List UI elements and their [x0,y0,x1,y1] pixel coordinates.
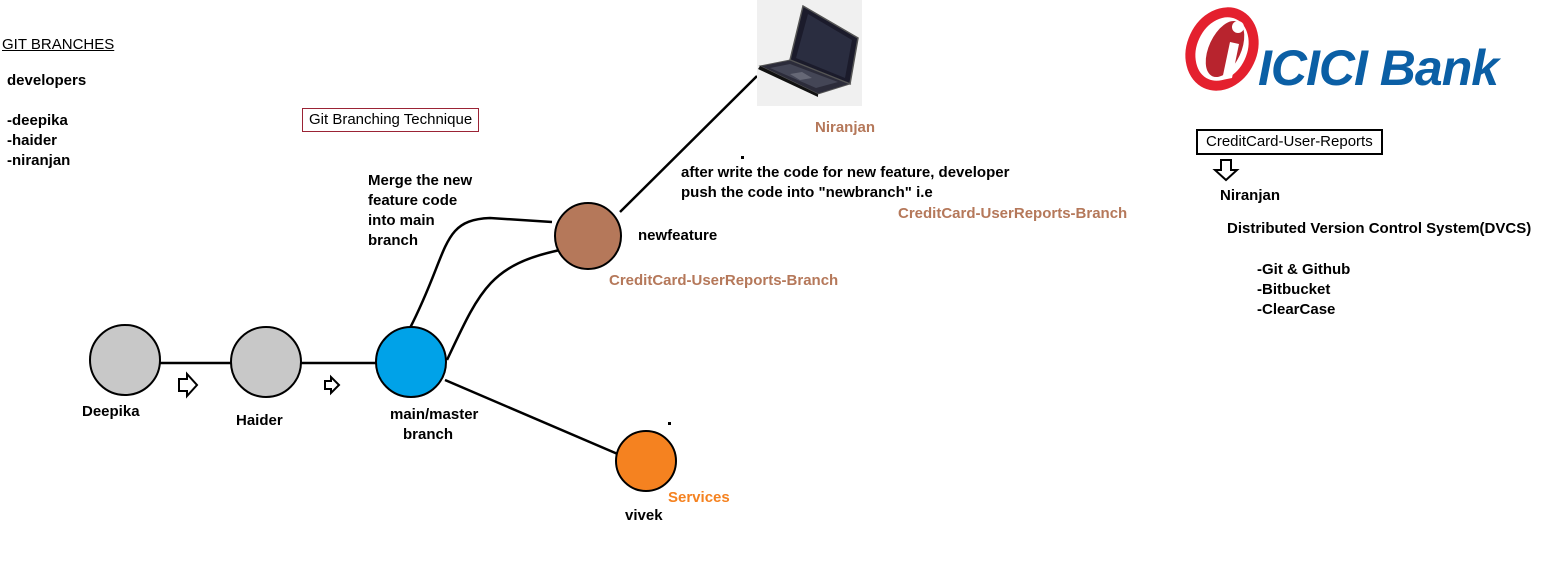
arrow-down-icon [1212,159,1240,182]
node-haider [230,326,302,398]
merge-text-line: branch [368,232,419,249]
merge-text-line: into main [368,212,435,229]
branch-name-label-2: CreditCard-UserReports-Branch [898,205,1128,222]
niranjan-label: Niranjan [815,119,876,136]
owner-label: Niranjan [1220,187,1281,204]
report-box: CreditCard-User-Reports [1196,129,1383,155]
node-deepika [89,324,161,396]
icici-logo-icon [1185,7,1259,91]
node-services [615,430,677,492]
icici-logo-text: ICICI Bank [1258,40,1499,96]
developer-item: -niranjan [7,152,71,169]
merge-text-line: feature code [368,192,458,209]
node-main [375,326,447,398]
edge-main-services [444,378,621,457]
developers-label: developers [7,72,87,89]
developer-item: -haider [7,132,58,149]
node-label-vivek: vivek [625,507,663,524]
node-label-deepika: Deepika [82,403,140,420]
edge-feature-laptop [619,75,758,213]
after-text-line: push the code into "newbranch" i.e [681,184,933,201]
edge-merge-lower [445,248,561,361]
laptop-icon [757,0,862,106]
edge-merge-upper [408,216,553,329]
developer-item: -deepika [7,112,68,129]
services-label: Services [668,489,730,506]
arrow-right-icon [178,371,199,399]
merge-text-line: Merge the new [368,172,473,189]
node-label-haider: Haider [236,412,283,429]
page-title: GIT BRANCHES [2,36,115,53]
tool-item: -ClearCase [1257,301,1336,318]
node-newfeature [554,202,622,270]
node-label-main: main/master [390,406,479,423]
technique-box: Git Branching Technique [302,108,480,132]
node-label-newfeature: newfeature [638,227,718,244]
dvcs-label: Distributed Version Control System(DVCS) [1227,220,1532,237]
branch-name-label: CreditCard-UserReports-Branch [609,272,839,289]
tool-item: -Bitbucket [1257,281,1331,298]
arrow-right-icon [324,374,341,396]
after-text-line: after write the code for new feature, de… [681,164,1010,181]
tool-item: -Git & Github [1257,261,1351,278]
node-label-main-branch: branch [403,426,454,443]
